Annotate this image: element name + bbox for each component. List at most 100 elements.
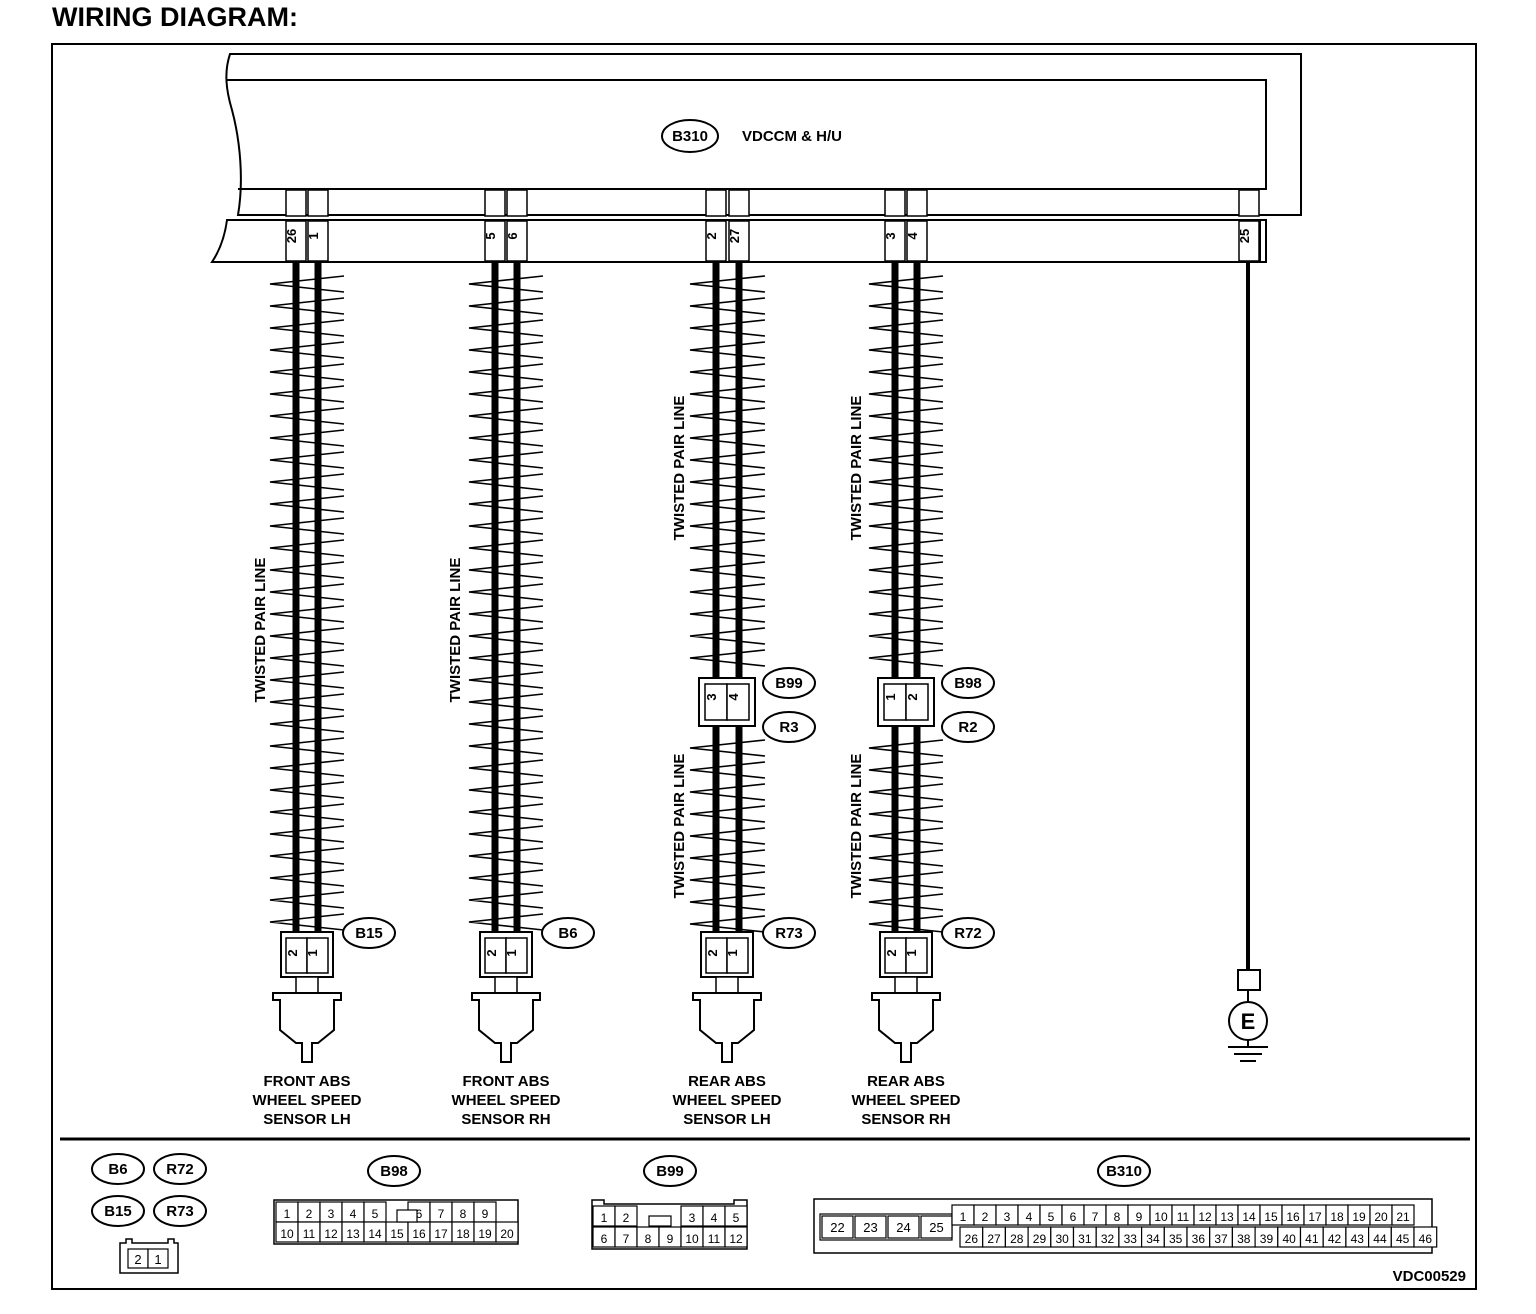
legend-pin: 1 <box>284 1207 291 1221</box>
legend-pin: 23 <box>863 1220 877 1235</box>
twisted-pair-label: TWISTED PAIR LINE <box>671 396 688 541</box>
legend-pin: 14 <box>368 1227 382 1241</box>
module-pin-box <box>906 220 928 262</box>
legend-connector-id: B98 <box>380 1163 408 1180</box>
legend-pin: 16 <box>1286 1210 1300 1224</box>
module-pin-socket <box>884 189 906 217</box>
sensor-name-line: REAR ABS <box>688 1073 766 1090</box>
legend-pin: 34 <box>1146 1232 1160 1246</box>
legend-pin: 5 <box>372 1207 379 1221</box>
sensor-name-line: SENSOR LH <box>683 1111 771 1128</box>
legend-pin: 33 <box>1124 1232 1138 1246</box>
sensor-name-line: FRONT ABS <box>463 1073 550 1090</box>
twist-hatching <box>689 739 766 933</box>
legend-pin: 2 <box>134 1252 141 1267</box>
module-pin-box <box>506 220 528 262</box>
legend-pin: 11 <box>303 1227 316 1241</box>
legend-pin: 43 <box>1351 1232 1365 1246</box>
legend-pin: 10 <box>280 1227 294 1241</box>
legend-pin: 1 <box>601 1211 608 1225</box>
legend-pin: 12 <box>324 1227 338 1241</box>
sensor-connector-id-oval <box>342 917 396 949</box>
legend-pin-cell <box>614 1205 638 1227</box>
ground-label: E <box>1241 1009 1256 1034</box>
legend-pin: 4 <box>711 1211 718 1225</box>
module-pin-label: 27 <box>727 229 742 243</box>
sensor-name-line: WHEEL SPEED <box>452 1092 561 1109</box>
legend-pin: 24 <box>896 1220 910 1235</box>
sensor-pin-label: 1 <box>504 949 519 956</box>
sensor-connector-id: R72 <box>954 925 982 942</box>
legend-pin: 27 <box>987 1232 1001 1246</box>
legend-pin: 9 <box>482 1207 489 1221</box>
legend-pin: 31 <box>1078 1232 1092 1246</box>
sensor-connector-id-oval <box>762 917 816 949</box>
legend-connector-id: B6 <box>108 1161 127 1178</box>
module-pin-label: 3 <box>883 232 898 239</box>
twist-hatching <box>468 275 544 931</box>
module-block <box>210 53 1302 263</box>
twist-hatching <box>269 275 345 931</box>
legend-pin-cell <box>821 1215 854 1239</box>
legend-pin: 20 <box>1374 1210 1388 1224</box>
legend-pin: 2 <box>306 1207 313 1221</box>
legend-pin: 26 <box>965 1232 979 1246</box>
legend-pin-cell <box>724 1226 748 1248</box>
sensor-icon <box>871 992 941 1063</box>
intermediate-connector-upper-id-oval <box>941 667 995 699</box>
diagram-title: WIRING DIAGRAM: <box>52 2 298 32</box>
module-pin-label: 6 <box>505 232 520 239</box>
intermediate-pin-label: 4 <box>726 693 741 701</box>
sensor-connector-id: B15 <box>355 925 383 942</box>
twisted-pair <box>868 726 944 933</box>
legend-pin: 10 <box>1154 1210 1168 1224</box>
module-pin-socket <box>906 189 928 217</box>
legend-pin: 9 <box>667 1232 674 1246</box>
legend-pin: 45 <box>1396 1232 1410 1246</box>
module-pin-box <box>484 220 506 262</box>
sensor-name-line: REAR ABS <box>867 1073 945 1090</box>
legend-connector-id-oval <box>367 1155 421 1187</box>
sensor-pin-label: 1 <box>725 949 740 956</box>
legend-pin-cell <box>724 1205 748 1227</box>
sensor-pin-label: 2 <box>484 949 499 956</box>
legend-connector-id-oval <box>1097 1155 1151 1187</box>
twisted-pair-label: TWISTED PAIR LINE <box>848 754 865 899</box>
module-pin-box <box>1238 220 1260 262</box>
sensor-pin-label: 2 <box>285 949 300 956</box>
legend-pin: 28 <box>1010 1232 1024 1246</box>
module-pin-label: 26 <box>284 229 299 243</box>
sensor-icon <box>272 992 342 1063</box>
legend-pin: 3 <box>328 1207 335 1221</box>
twisted-pair-label: TWISTED PAIR LINE <box>447 558 464 703</box>
legend-pin: 13 <box>1220 1210 1234 1224</box>
legend-pin: 10 <box>685 1232 699 1246</box>
legend-pin: 46 <box>1419 1232 1433 1246</box>
legend-pin: 3 <box>1004 1210 1011 1224</box>
legend-pin: 30 <box>1055 1232 1069 1246</box>
legend-pin: 22 <box>830 1220 844 1235</box>
legend-pin: 6 <box>601 1232 608 1246</box>
twisted-pair <box>269 262 345 932</box>
module-pin-label: 2 <box>704 232 719 239</box>
sensor-pin-label: 1 <box>305 949 320 956</box>
module-pin-socket <box>1238 189 1260 217</box>
legend-pin: 1 <box>154 1252 161 1267</box>
module-pin-label: 25 <box>1237 229 1252 243</box>
legend-pin: 8 <box>460 1207 467 1221</box>
sensor-pin-label: 1 <box>904 949 919 956</box>
legend-connector-id-oval <box>91 1153 145 1185</box>
intermediate-connector-lower-id-oval <box>762 711 816 743</box>
sensor-connector-id-oval <box>541 917 595 949</box>
module-pin-socket <box>705 189 727 217</box>
